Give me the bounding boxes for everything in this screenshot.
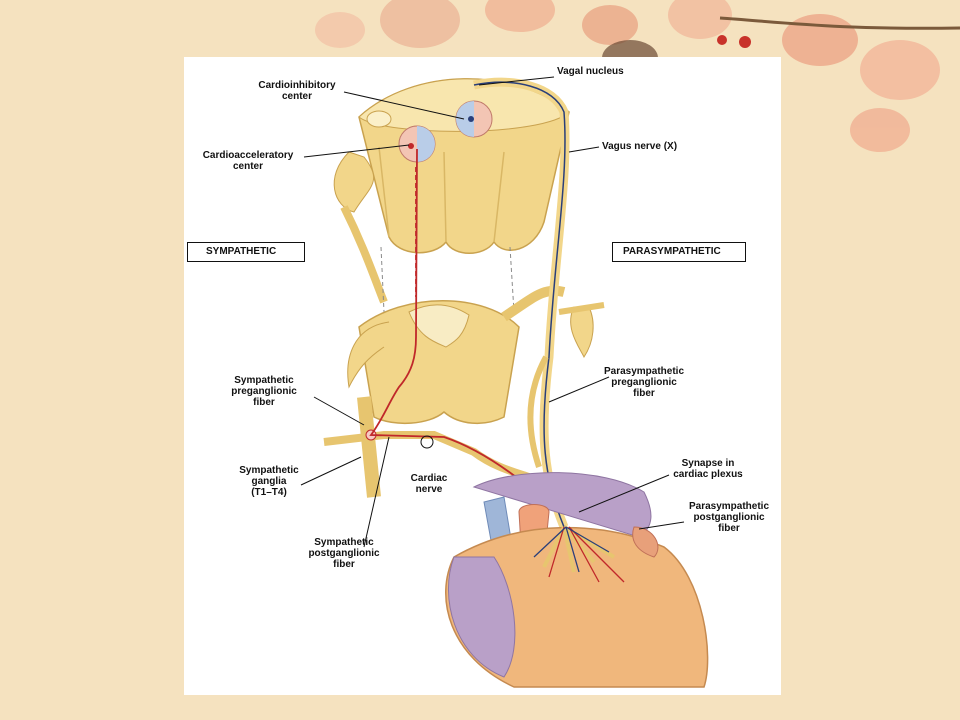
label-sympathetic-preganglionic-fiber: Sympathetic preganglionic fiber: [231, 375, 297, 408]
spinal-cord-section: [347, 285, 566, 425]
diagram-panel: SYMPATHETIC PARASYMPATHETIC Cardioinhibi…: [184, 57, 781, 695]
heart: [445, 472, 709, 688]
sympathetic-box: SYMPATHETIC: [187, 242, 305, 262]
label-synapse-cardiac-plexus: Synapse in cardiac plexus: [673, 458, 743, 480]
label-parasympathetic-postganglionic-fiber: Parasympathetic postganglionic fiber: [688, 501, 770, 534]
medulla-section: [358, 78, 570, 254]
label-parasympathetic-preganglionic-fiber: Parasympathetic preganglionic fiber: [603, 366, 685, 399]
label-vagus-nerve: Vagus nerve (X): [602, 141, 678, 152]
decorative-leaves: [315, 0, 940, 152]
label-cardioinhibitory-center: Cardioinhibitory center: [258, 80, 336, 102]
label-vagal-nucleus: Vagal nucleus: [557, 66, 624, 77]
label-cardioacceleratory-center: Cardioacceleratory center: [202, 150, 294, 172]
label-sympathetic-postganglionic-fiber: Sympathetic postganglionic fiber: [308, 537, 380, 570]
parasympathetic-box: PARASYMPATHETIC: [612, 242, 746, 262]
label-cardiac-nerve: Cardiac nerve: [410, 473, 448, 495]
cardiac-innervation-illustration: [300, 76, 709, 688]
label-sympathetic-ganglia: Sympathetic ganglia (T1–T4): [239, 465, 299, 498]
